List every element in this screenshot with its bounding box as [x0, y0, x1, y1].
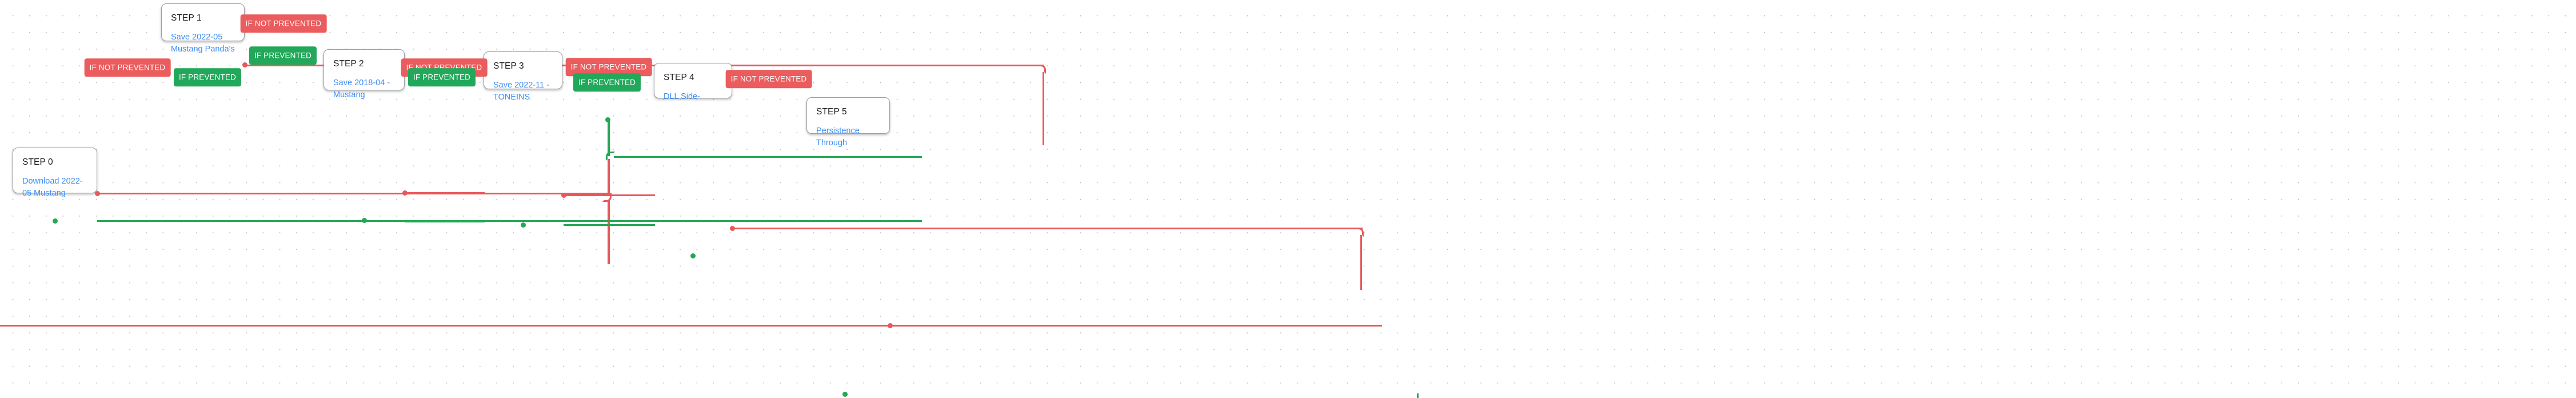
node-step3-link[interactable]: Save 2022-11 - TONEINS (libcef.dll) Samp…	[493, 80, 550, 102]
port-step4-not-prevented[interactable]	[729, 225, 735, 231]
node-step4[interactable]: STEP 4 DLL Side-Loading	[654, 63, 732, 101]
port-step5-prevented[interactable]	[842, 391, 848, 397]
port-step0-not-prevented[interactable]	[94, 190, 100, 196]
edge-label-step1-not-prevented[interactable]: IF NOT PREVENTED	[240, 14, 327, 33]
edge-step2-prevented-h[interactable]	[405, 220, 485, 222]
node-step0[interactable]: STEP 0 Download 2022-05 Mustang Panda's …	[13, 148, 97, 198]
node-step5[interactable]: STEP 5 Persistence Through Scheduled Tas…	[806, 97, 890, 148]
edge-label-step3-prevented[interactable]: IF PREVENTED	[573, 73, 641, 91]
edge-step0-not-prevented-v2[interactable]	[608, 159, 610, 193]
port-step1-prevented[interactable]	[605, 117, 610, 122]
port-step4-prevented[interactable]	[690, 253, 696, 258]
edge-label-step3-not-prevented[interactable]: IF NOT PREVENTED	[565, 58, 652, 76]
edge-step2-not-prevented-h[interactable]	[405, 192, 485, 194]
port-step1-not-prevented[interactable]	[242, 62, 247, 67]
port-step2-not-prevented[interactable]	[402, 190, 408, 196]
edge-corner-step1-prevented	[606, 152, 615, 161]
node-step1[interactable]: STEP 1 Save 2022-05 Mustang Panda's Mali…	[161, 3, 245, 54]
edge-label-step4-not-prevented[interactable]: IF NOT PREVENTED	[725, 70, 812, 88]
node-step1-link[interactable]: Save 2022-05 Mustang Panda's Malicious Z…	[171, 32, 235, 54]
node-step2[interactable]: STEP 2 Save 2018-04 - Mustang Panda's Le…	[324, 49, 405, 100]
edge-step1-prevented-v[interactable]	[608, 120, 610, 156]
edge-step1-prevented-h[interactable]	[614, 156, 922, 158]
port-step3-prevented[interactable]	[520, 222, 526, 228]
node-step3-title: STEP 3	[493, 61, 524, 71]
edge-step0-not-prevented-v[interactable]	[608, 200, 610, 264]
edge-label-step0-prevented[interactable]: IF PREVENTED	[173, 68, 242, 86]
port-step5-not-prevented[interactable]	[887, 323, 893, 328]
node-step4-link[interactable]: DLL Side-Loading	[664, 91, 700, 101]
edge-step0-prevented-h[interactable]	[97, 220, 922, 222]
edge-label-step2-prevented[interactable]: IF PREVENTED	[408, 68, 476, 86]
port-step0-prevented[interactable]	[52, 218, 58, 224]
edge-label-step0-not-prevented[interactable]: IF NOT PREVENTED	[84, 58, 171, 77]
edge-step4-not-prevented-h[interactable]	[732, 228, 1363, 230]
edge-step4-not-prevented-v[interactable]	[1360, 235, 1362, 290]
node-step1-title: STEP 1	[171, 13, 202, 23]
node-step0-link[interactable]: Download 2022-05 Mustang Panda's Malicio…	[22, 176, 83, 198]
node-step2-link[interactable]: Save 2018-04 - Mustang Panda's Legitimat…	[333, 78, 390, 100]
edge-step3-prevented-h[interactable]	[564, 224, 655, 226]
edge-step5-prevented-stub[interactable]	[1416, 393, 1419, 398]
node-step5-title: STEP 5	[816, 107, 847, 117]
port-step3-not-prevented[interactable]	[561, 192, 566, 198]
node-step5-link[interactable]: Persistence Through Scheduled Task	[816, 126, 860, 148]
node-step2-title: STEP 2	[333, 59, 364, 69]
node-step4-title: STEP 4	[664, 73, 694, 82]
edge-step3-not-prevented-h[interactable]	[564, 194, 655, 197]
edge-step0-not-prevented-h1[interactable]	[97, 193, 612, 195]
edge-corner-step4-not-prevented	[1355, 228, 1364, 237]
port-step2-prevented[interactable]	[361, 218, 367, 223]
node-step3[interactable]: STEP 3 Save 2022-11 - TONEINS (libcef.dl…	[484, 51, 562, 102]
edge-corner-step1-not-prevented	[1037, 64, 1046, 74]
edge-corner-step0-not-prevented	[602, 193, 612, 202]
edge-incoming-long-red[interactable]	[0, 325, 1382, 327]
edge-step1-not-prevented-v[interactable]	[1042, 72, 1044, 145]
node-step0-title: STEP 0	[22, 157, 53, 167]
edge-label-step1-prevented[interactable]: IF PREVENTED	[249, 46, 317, 65]
